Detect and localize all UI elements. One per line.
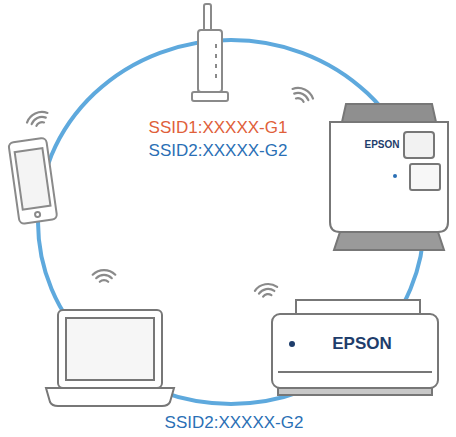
- brand-name: EPSON: [332, 334, 392, 354]
- ssid-label: SSID1:XXXXX-G1: [147, 118, 290, 138]
- scanner-brand-panel: EPSON: [361, 138, 402, 151]
- scanner-icon: [330, 104, 448, 250]
- ssid-label: SSID2:XXXXX-G2: [163, 413, 306, 433]
- brand-name: EPSON: [364, 139, 399, 150]
- wifi-signal: [25, 85, 315, 298]
- smartphone-icon: [8, 138, 57, 224]
- ssid-label: SSID2:XXXXX-G2: [147, 141, 290, 161]
- printer-icon: [272, 300, 438, 395]
- router-icon: [192, 4, 228, 101]
- laptop-icon: [46, 310, 174, 406]
- printer-brand-panel: EPSON: [329, 333, 395, 355]
